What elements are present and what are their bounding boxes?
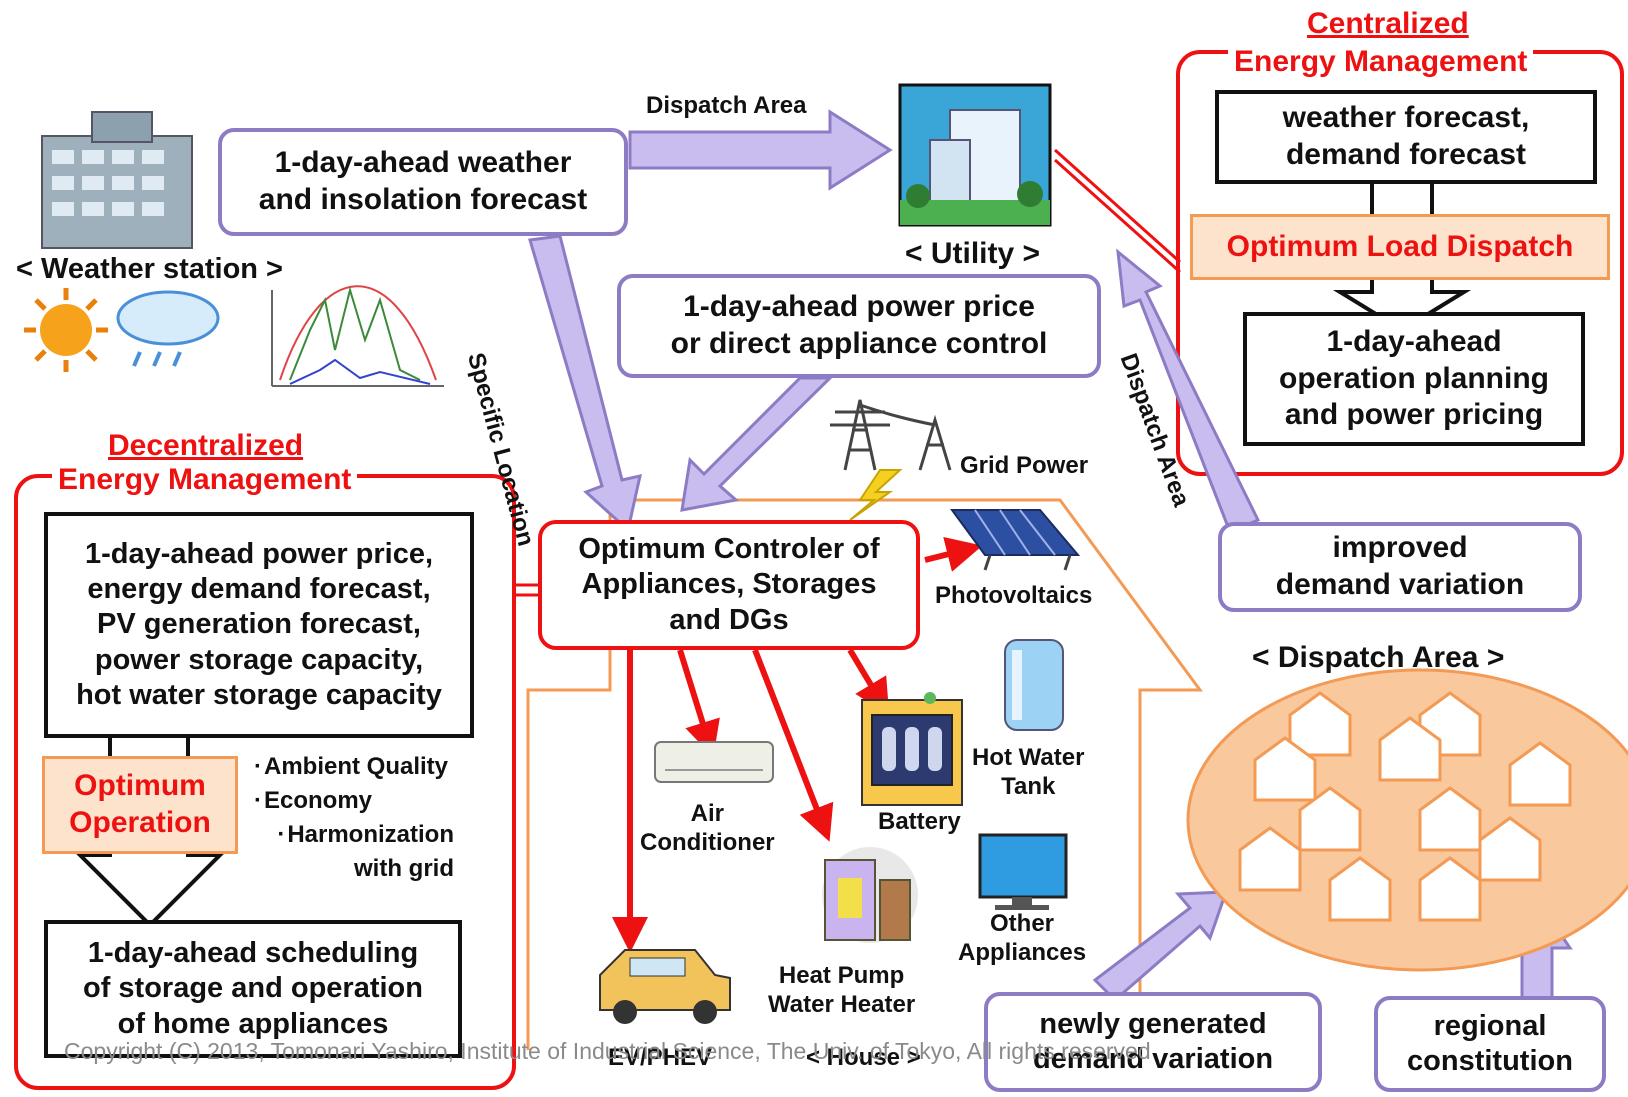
forecast-box: weather forecast, demand forecast xyxy=(1215,90,1597,184)
operation-criteria-list: · Ambient Quality · Economy · Harmonizat… xyxy=(254,750,454,886)
hot-water-tank-icon xyxy=(1004,639,1064,731)
price-control-box: 1-day-ahead power price or direct applia… xyxy=(617,274,1101,378)
dispatch-area-top-label: Dispatch Area xyxy=(646,92,807,119)
utility-centralized-link xyxy=(1053,148,1182,264)
weather-station-building-icon xyxy=(41,111,193,249)
battery-label: Battery xyxy=(878,808,961,835)
insolation-chart-icon xyxy=(271,285,444,387)
heat-pump-icon xyxy=(822,847,918,943)
ev-car-icon xyxy=(599,949,731,1024)
utility-building-icon xyxy=(898,83,1052,227)
copyright-text: Copyright (C) 2013, Tomonari Yashiro, In… xyxy=(64,1038,1151,1064)
criteria-item: · Ambient Quality xyxy=(254,753,449,780)
air-conditioner-label: Air Conditioner xyxy=(640,800,775,856)
decentralized-subtitle: Energy Management xyxy=(52,462,358,498)
rain-cloud-icon xyxy=(116,290,220,367)
regional-constitution-box: regional constitution xyxy=(1374,996,1606,1092)
weather-forecast-box: 1-day-ahead weather and insolation forec… xyxy=(218,128,628,236)
dispatch-area-label: < Dispatch Area > xyxy=(1252,641,1505,674)
dispatch-area-oval xyxy=(1186,668,1628,972)
criteria-item: · Economy xyxy=(254,787,373,815)
house-label: < House > xyxy=(806,1044,921,1071)
power-tower-icon xyxy=(830,399,952,471)
heat-pump-label: Heat Pump Water Heater xyxy=(768,962,916,1018)
planning-box: 1-day-ahead operation planning and power… xyxy=(1243,312,1585,446)
solar-panel-icon xyxy=(950,509,1081,571)
red-arrows xyxy=(612,536,983,953)
optimum-operation-box: Optimum Operation xyxy=(42,756,238,854)
scheduling-box: 1-day-ahead scheduling of storage and op… xyxy=(44,920,462,1058)
improved-demand-box: improved demand variation xyxy=(1218,522,1582,612)
criteria-item: · Harmonization with grid xyxy=(277,821,454,883)
dispatch-houses xyxy=(1238,691,1572,922)
photovoltaics-label: Photovoltaics xyxy=(935,582,1093,609)
newly-generated-box: newly generated demand variation xyxy=(984,992,1322,1092)
lightning-icon xyxy=(849,469,903,521)
decentralized-label: Decentralized xyxy=(108,429,304,462)
optimum-load-dispatch-box: Optimum Load Dispatch xyxy=(1190,214,1610,280)
utility-label: < Utility > xyxy=(905,237,1041,270)
sun-icon xyxy=(24,288,108,372)
title-fragment xyxy=(60,0,1260,8)
monitor-icon xyxy=(978,833,1068,910)
centralized-subtitle: Energy Management xyxy=(1228,44,1534,80)
hot-water-tank-label: Hot Water Tank xyxy=(972,744,1085,800)
weather-station-label: < Weather station > xyxy=(16,253,283,285)
battery-icon xyxy=(861,692,963,806)
decentralized-inputs-box: 1-day-ahead power price, energy demand f… xyxy=(44,512,474,738)
centralized-label: Centralized xyxy=(1307,7,1469,40)
house-outline xyxy=(526,498,1203,1050)
other-appliances-label: Other Appliances xyxy=(958,910,1087,966)
optimum-controller-box: Optimum Controler of Appliances, Storage… xyxy=(538,520,920,650)
air-conditioner-icon xyxy=(654,741,774,783)
grid-power-label: Grid Power xyxy=(960,452,1089,479)
ev-label: EV/PHEV xyxy=(608,1044,713,1071)
